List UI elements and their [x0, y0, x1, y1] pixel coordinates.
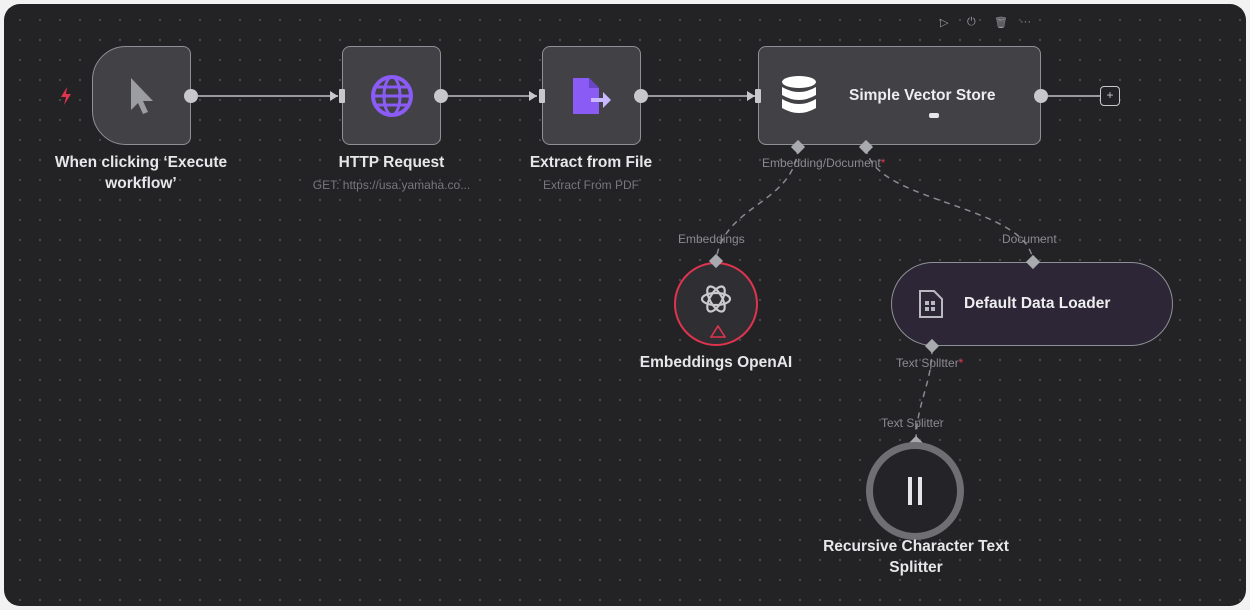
embeddings-port-label: Embeddings	[678, 232, 745, 246]
power-icon[interactable]: ⏻	[967, 16, 976, 28]
document-port-label: Document	[826, 156, 881, 170]
file-export-icon	[572, 77, 611, 114]
vector-store-port-labels: Embedding/Document*	[762, 156, 886, 170]
cursor-icon	[130, 77, 153, 114]
vector-store-label: Simple Vector Store	[849, 86, 996, 104]
warning-icon	[710, 325, 726, 338]
more-icon[interactable]: ···	[1020, 16, 1031, 28]
add-node-button[interactable]: +	[1100, 86, 1120, 106]
http-input-port[interactable]	[339, 89, 345, 103]
embedding-port-label: Embedding	[762, 156, 823, 170]
globe-icon	[370, 74, 413, 117]
required-mark-loader: *	[958, 356, 964, 370]
http-output-handle[interactable]	[434, 89, 448, 103]
text-splitter-port-text: Text Splitter	[896, 356, 959, 370]
document-grid-icon	[919, 290, 943, 318]
required-mark: *	[880, 156, 886, 170]
connections-layer	[198, 91, 1100, 443]
default-data-loader-node[interactable]: Default Data Loader	[891, 262, 1173, 346]
loader-text-splitter-port-label: Text Splitter*	[896, 356, 963, 370]
http-label: HTTP Request	[338, 154, 445, 171]
embeddings-openai-node[interactable]	[674, 262, 758, 346]
cursor-indicator	[929, 113, 939, 118]
play-icon[interactable]: ▷	[940, 17, 949, 29]
vector-store-input-port[interactable]	[755, 89, 761, 103]
extract-label: Extract from File	[529, 154, 653, 171]
splitter-label: Recursive Character Text Splitter	[823, 538, 1009, 576]
loader-label: Default Data Loader	[964, 295, 1111, 312]
workflow-canvas[interactable]: ▷ ⏻ 🗑 ··· When clicking ‘Execute workflo…	[4, 4, 1246, 606]
trigger-node[interactable]	[92, 46, 191, 145]
extract-from-file-node[interactable]	[542, 46, 641, 145]
wire-embeddings	[715, 147, 799, 261]
http-subtitle: GET: https://usa.yamaha.co...	[312, 178, 471, 192]
extract-input-port[interactable]	[539, 89, 545, 103]
database-icon	[782, 75, 816, 113]
vector-store-node[interactable]: Simple Vector Store	[758, 46, 1041, 145]
embeddings-label: Embeddings OpenAI	[639, 354, 793, 371]
wire-text-splitter	[915, 347, 933, 443]
text-splitter-node[interactable]	[866, 442, 964, 540]
vector-store-output-handle[interactable]	[1034, 89, 1048, 103]
extract-output-handle[interactable]	[634, 89, 648, 103]
http-request-node[interactable]	[342, 46, 441, 145]
wire-arrow-store	[747, 91, 755, 101]
lightning-icon	[61, 87, 71, 105]
trash-icon[interactable]: 🗑	[994, 17, 1008, 29]
wire-arrow-extract	[529, 91, 537, 101]
pause-bars-icon	[908, 477, 922, 505]
splitter-port-label: Text Splitter	[881, 416, 944, 430]
trigger-output-handle[interactable]	[184, 89, 198, 103]
openai-icon	[700, 285, 732, 313]
trigger-label: When clicking ‘Execute workflow’	[54, 154, 228, 192]
extract-subtitle: Extract From PDF	[542, 178, 639, 192]
loader-document-port-label: Document	[1002, 232, 1057, 246]
wire-arrow-http	[330, 91, 338, 101]
wire-document	[865, 147, 1034, 263]
